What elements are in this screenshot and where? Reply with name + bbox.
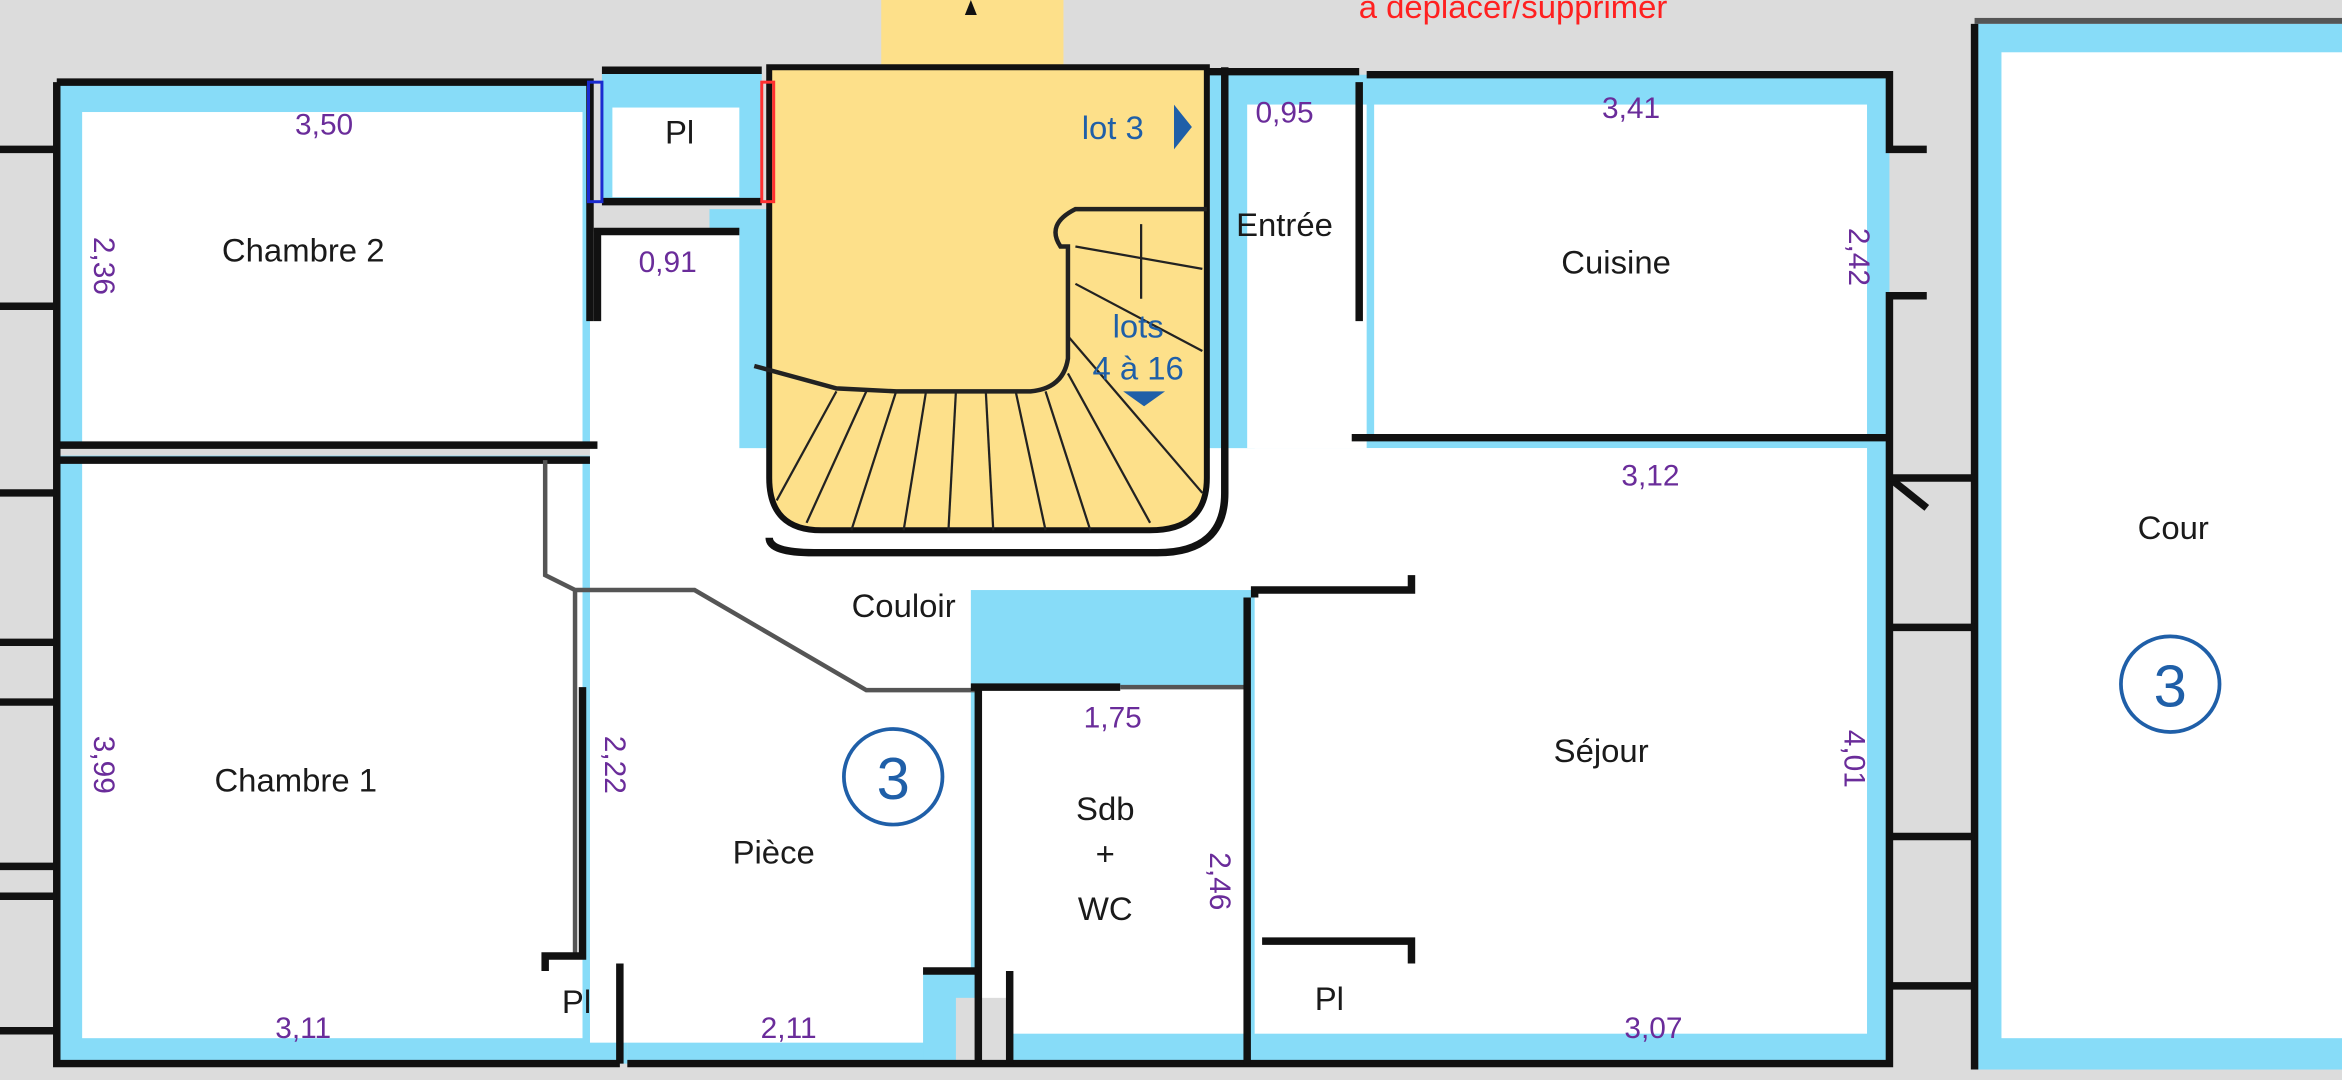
lot-marker: 3 xyxy=(877,745,910,812)
lot-3-label: lot 3 xyxy=(1082,109,1144,146)
dimension-height: 4,01 xyxy=(1838,730,1871,788)
arrow-down-icon xyxy=(1123,391,1166,407)
room-label-chambre1: Chambre 1 xyxy=(214,762,377,799)
lots-label-2: 4 à 16 xyxy=(1092,349,1183,386)
lot-marker: 3 xyxy=(2154,653,2187,720)
dimension-height: 2,42 xyxy=(1842,228,1875,286)
dimension-height: 2,46 xyxy=(1203,852,1236,910)
staircase: lot 3 lots 4 à 16 xyxy=(753,0,1229,557)
room-chambre2[interactable]: Chambre 2 3,50 2,36 xyxy=(87,108,384,295)
lot-marker-circle xyxy=(842,727,945,827)
dimension-width: 3,11 xyxy=(275,1012,331,1045)
room-label-sdb: Sdb xyxy=(1076,790,1134,827)
dimension-height: 2,22 xyxy=(598,736,631,794)
room-cour[interactable]: Cour 3 xyxy=(1974,17,2342,1070)
room-sdb-wc[interactable]: 1,75 Sdb + WC 2,46 xyxy=(1076,701,1236,927)
dimension-width-bottom: 3,07 xyxy=(1624,1012,1682,1045)
room-label-pl-sejour: Pl xyxy=(1315,980,1344,1017)
dimension-width-top: 3,12 xyxy=(1621,459,1679,492)
dimension-height: 2,36 xyxy=(87,237,120,295)
lot-marker-circle xyxy=(2119,634,2222,734)
room-label-wc: WC xyxy=(1078,890,1133,927)
door-blue xyxy=(586,80,604,204)
room-cuisine[interactable]: Cuisine 3,41 2,42 xyxy=(1561,92,1875,286)
room-chambre1[interactable]: Chambre 1 3,99 3,11 xyxy=(87,736,377,1045)
room-label-couloir: Couloir xyxy=(852,587,956,624)
door-red xyxy=(760,80,776,204)
room-entree[interactable]: Entrée 0,95 xyxy=(1236,96,1333,243)
dimension-height: 3,99 xyxy=(87,736,120,794)
arrow-right-icon xyxy=(1173,104,1192,150)
relocate-note: à déplacer/supprimer xyxy=(1359,0,1668,25)
walls xyxy=(0,23,1979,1070)
dimension-width: 3,41 xyxy=(1602,92,1660,125)
room-label-sejour: Séjour xyxy=(1554,732,1649,769)
room-label-cour: Cour xyxy=(2138,509,2209,546)
room-piece[interactable]: Pièce 2,22 2,11 3 xyxy=(598,727,945,1045)
room-label-chambre2: Chambre 2 xyxy=(222,231,385,268)
dimension-width: 1,75 xyxy=(1084,701,1142,734)
room-label-pl-top: Pl xyxy=(665,113,694,150)
dimension-width: 3,50 xyxy=(295,108,353,141)
room-label-pl-chambre1: Pl xyxy=(562,983,591,1020)
lots-label-1: lots xyxy=(1113,308,1164,345)
room-sejour[interactable]: 3,12 Séjour 4,01 3,07 xyxy=(1554,459,1871,1045)
room-label-plus: + xyxy=(1096,835,1115,872)
dimension-width: 0,95 xyxy=(1255,96,1313,129)
dimension-width: 2,11 xyxy=(761,1012,817,1045)
room-label-cuisine: Cuisine xyxy=(1561,243,1671,280)
room-label-piece: Pièce xyxy=(733,833,815,870)
dimension-passage: 0,91 xyxy=(639,246,697,279)
room-label-entree: Entrée xyxy=(1236,206,1333,243)
